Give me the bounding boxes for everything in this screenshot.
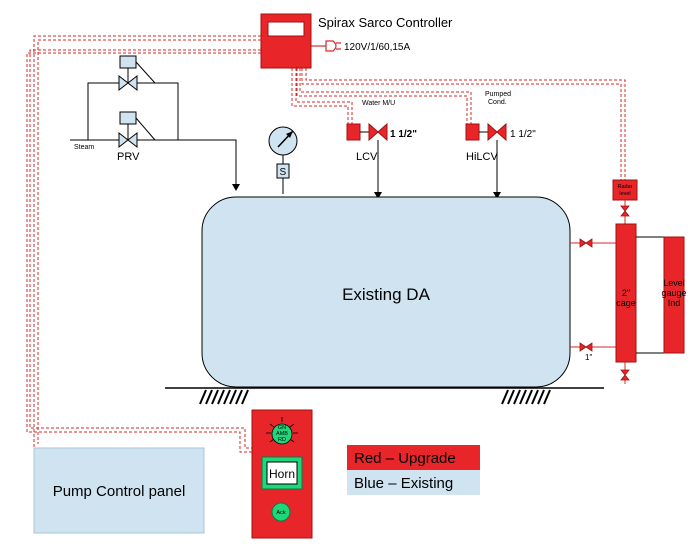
hilcv-label: HiLCV [466,151,498,163]
legend-upgrade-swatch [347,445,480,470]
prv-label: PRV [117,151,140,163]
legend-existing-swatch [347,470,480,495]
legend-upgrade-label: Red – Upgrade [354,450,456,467]
radar-label-1: Radar [618,184,633,190]
spirax-sarco-controller [260,13,312,69]
legend [347,445,480,495]
prv-piping [70,82,240,191]
steam-label: Steam [74,144,94,151]
pump-control-panel [33,447,205,534]
cage-label-1: 2" [622,288,630,298]
hilcv-size-label: 1 1/2" [510,129,536,140]
cage-label-2: cage [616,298,636,308]
ground-supports [165,387,604,405]
prv-valve-icon [118,111,156,149]
level-gauge-indicator [636,236,685,354]
water-makeup-label: Water M/U [362,100,395,107]
existing-da-tank [201,196,571,388]
level-gauge-label-2: gauge [661,288,686,298]
stack-light-label-gn: GN [278,425,286,431]
lcv-size-label: 1 1/2" [390,129,417,140]
horn-label: Horn [269,467,295,481]
radar-isolation-valve-icon [620,205,630,217]
level-cage [570,223,637,384]
cage-top-valve-icon [579,238,593,248]
ack-label: Ack [276,510,285,516]
stack-light-icon [266,417,298,445]
cage-bottom-valve-icon [579,342,593,352]
bypass-valve-icon [118,55,156,92]
hilcv-valve-icon [465,122,507,199]
pressure-switch-label: S [280,167,287,178]
pressure-switch [276,163,290,194]
lcv-valve-icon [346,122,388,199]
level-gauge-label-1: Level [663,278,685,288]
stack-light-label-rd: RD [278,437,286,443]
stack-light-label-amb: AMB [276,431,288,437]
cage-connection-size: 1" [585,353,592,362]
pumped-cond-label-2: Cond. [488,99,507,106]
radar-level-transmitter [612,179,638,224]
legend-existing-label: Blue – Existing [354,475,453,492]
controller-title: Spirax Sarco Controller [318,15,453,30]
pumped-cond-label-1: Pumped [485,91,511,98]
horn-icon [266,461,298,485]
control-wiring [26,35,626,453]
ack-button [271,502,291,522]
level-gauge-label-3: Ind [668,298,681,308]
lcv-label: LCV [356,151,378,163]
controller-display [267,21,305,37]
cage-drain-valve-icon [620,369,630,381]
alarm-panel [251,409,313,539]
tank-label: Existing DA [342,285,431,304]
controller-power-rating: 120V/1/60,15A [344,42,410,53]
power-plug-icon [311,40,341,52]
radar-label-2: level [619,191,630,197]
pump-control-panel-label: Pump Control panel [53,483,186,500]
pressure-gauge-icon [268,126,298,164]
